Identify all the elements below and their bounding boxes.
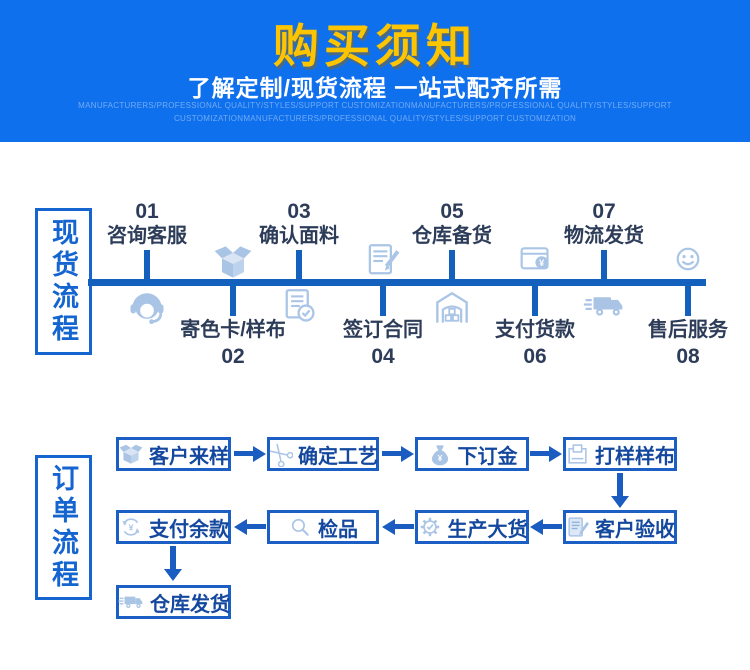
flow-box-label: 客户验收	[595, 518, 675, 541]
flow-box-customer-acceptance: 客户验收	[563, 510, 677, 544]
timeline-step-08: 售后服务 08	[626, 240, 750, 372]
flow-box-label: 打样样布	[595, 445, 675, 468]
payment-card-icon: ¥	[473, 240, 597, 280]
arrow-left-icon	[530, 518, 562, 535]
page-title: 购买须知	[273, 20, 477, 72]
arrow-right-icon	[234, 445, 266, 462]
step-label: 仓库备货	[412, 225, 492, 247]
fine-print-line-2: CUSTOMIZATIONMANUFACTURERS/PROFESSIONAL …	[173, 114, 577, 123]
timeline-step-02: 寄色卡/样布 02	[171, 240, 295, 372]
flow-box-inspection: 检品	[267, 510, 379, 544]
delivery-truck-icon	[542, 285, 666, 327]
flow-box-label: 客户来样	[149, 445, 229, 468]
order-flow-section-label: 订单流程	[35, 455, 92, 600]
tick-mark	[144, 250, 150, 280]
svg-text:¥: ¥	[437, 454, 442, 463]
flow-box-confirm-process: 确定工艺	[267, 437, 379, 471]
arrow-left-icon	[382, 518, 414, 535]
tick-mark	[380, 286, 386, 316]
arrow-down-icon	[170, 546, 176, 569]
step-number: 06	[523, 345, 547, 368]
tick-mark	[532, 286, 538, 316]
flow-box-label: 仓库发货	[150, 593, 230, 616]
document-pencil-icon	[565, 515, 590, 540]
fabric-swatch-icon	[565, 442, 590, 467]
step-label: 寄色卡/样布	[180, 319, 286, 341]
arrow-left-icon	[234, 518, 266, 535]
contract-signing-icon	[321, 240, 445, 282]
timeline-step-04: 签订合同 04	[321, 240, 445, 372]
open-box-icon	[171, 240, 295, 284]
tick-mark	[230, 286, 236, 316]
flow-box-label: 下订金	[457, 445, 518, 468]
step-label: 支付货款	[495, 319, 575, 341]
tick-mark	[296, 250, 302, 280]
yuan-circular-icon: ¥	[118, 514, 144, 540]
flow-box-label: 支付余款	[149, 518, 229, 541]
flow-box-pay-balance: ¥ 支付余款	[116, 510, 231, 544]
timeline-step-03: 03 确认面料	[237, 199, 361, 333]
step-number: 04	[371, 345, 395, 368]
tick-mark	[449, 250, 455, 280]
smiley-face-icon	[626, 240, 750, 278]
stock-flow-section-label: 现货流程	[35, 208, 92, 355]
flow-box-label: 确定工艺	[298, 445, 378, 468]
shipping-truck-icon	[117, 589, 145, 615]
timeline-step-06: ¥ 支付货款 06	[473, 240, 597, 372]
step-number: 01	[135, 200, 159, 223]
customer-service-headset-icon	[85, 285, 209, 329]
svg-text:¥: ¥	[539, 258, 545, 268]
flow-box-label: 生产大货	[447, 518, 528, 541]
step-number: 02	[221, 345, 245, 368]
svg-text:¥: ¥	[129, 522, 134, 532]
step-number: 05	[440, 200, 464, 223]
warehouse-icon	[390, 285, 514, 329]
timeline-step-07: 07 物流发货	[542, 199, 666, 333]
arrow-right-icon	[530, 445, 562, 462]
flow-box-deposit: ¥ 下订金	[415, 437, 529, 471]
arrow-right-icon	[382, 445, 414, 462]
banner-fine-print: MANUFACTURERS/PROFESSIONAL QUALITY/STYLE…	[0, 99, 750, 125]
tick-mark	[685, 286, 691, 316]
arrow-down-icon	[617, 473, 623, 496]
money-bag-icon: ¥	[427, 441, 453, 467]
step-label: 咨询客服	[107, 225, 187, 247]
step-number: 08	[676, 345, 700, 368]
timeline-step-05: 05 仓库备货	[390, 199, 514, 333]
flow-box-bulk-production: 生产大货	[415, 510, 529, 544]
step-label: 售后服务	[648, 319, 728, 341]
stock-flow-label-text: 现货流程	[48, 217, 78, 346]
step-number: 07	[592, 200, 616, 223]
scissors-icon	[268, 442, 293, 467]
timeline-axis	[88, 279, 706, 286]
flow-box-customer-sample: 客户来样	[116, 437, 231, 471]
checklist-document-icon	[237, 285, 361, 327]
flow-box-warehouse-shipping: 仓库发货	[116, 585, 231, 619]
flow-box-label: 检品	[318, 518, 358, 541]
magnifier-icon	[288, 515, 313, 540]
sample-box-icon	[118, 441, 144, 467]
step-label: 确认面料	[259, 225, 339, 247]
banner: 购买须知 了解定制/现货流程 一站式配齐所需 MANUFACTURERS/PRO…	[0, 0, 750, 142]
step-label: 签订合同	[343, 319, 423, 341]
banner-subtitle: 了解定制/现货流程 一站式配齐所需	[187, 75, 563, 101]
gear-check-icon	[417, 514, 443, 540]
step-number: 03	[287, 200, 311, 223]
tick-mark	[601, 250, 607, 280]
fine-print-line-1: MANUFACTURERS/PROFESSIONAL QUALITY/STYLE…	[78, 101, 672, 110]
step-label: 物流发货	[564, 225, 644, 247]
timeline-step-01: 01 咨询客服	[85, 199, 209, 333]
order-flow-label-text: 订单流程	[48, 463, 78, 592]
flow-box-sample-fabric: 打样样布	[563, 437, 677, 471]
